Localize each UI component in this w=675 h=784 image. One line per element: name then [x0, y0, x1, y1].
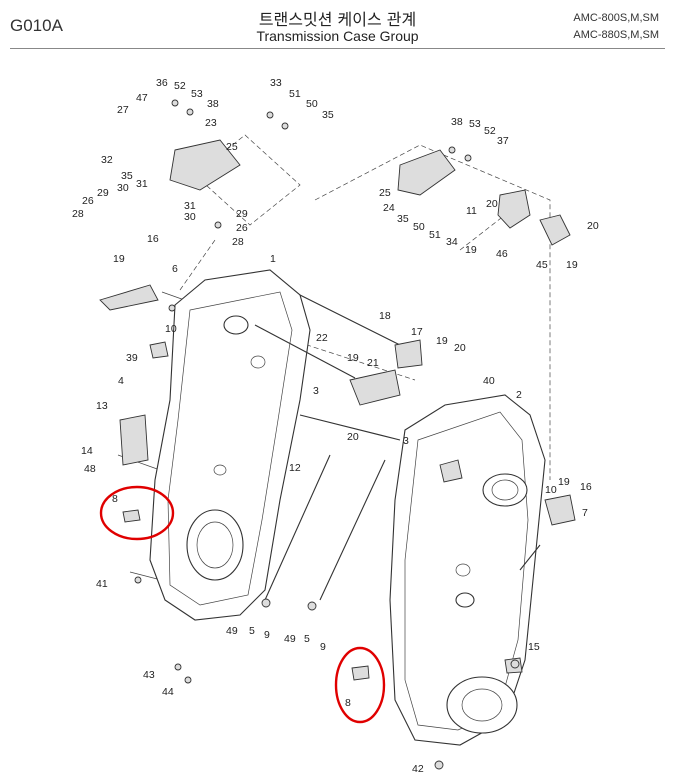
callout: 42 — [412, 763, 424, 775]
callout: 47 — [136, 92, 148, 104]
right-case — [389, 394, 546, 746]
callout: 20 — [454, 342, 466, 354]
callout: 30 — [184, 211, 196, 223]
model-2: AMC-880S,M,SM — [573, 29, 659, 41]
figure-code: G010A — [10, 16, 63, 35]
callout: 45 — [536, 259, 548, 271]
callout: 33 — [270, 77, 282, 89]
title-korean: 트랜스밋션 케이스 관계 — [258, 10, 417, 29]
title-english: Transmission Case Group — [256, 28, 419, 44]
callout: 51 — [289, 88, 301, 100]
callout: 29 — [97, 187, 109, 199]
callout: 15 — [528, 641, 540, 653]
callout: 39 — [126, 352, 138, 364]
callout: 53 — [191, 88, 203, 100]
callout: 32 — [101, 154, 113, 166]
callout: 19 — [347, 352, 359, 364]
callout: 49 — [226, 625, 238, 637]
callout: 20 — [486, 198, 498, 210]
callout: 24 — [383, 202, 395, 214]
callout: 6 — [172, 263, 178, 275]
callout: 48 — [84, 463, 96, 475]
page-header: G010A 트랜스밋션 케이스 관계 Transmission Case Gro… — [0, 0, 675, 50]
callout: 16 — [580, 481, 592, 493]
callout: 26 — [236, 222, 248, 234]
callout: 19 — [566, 259, 578, 271]
callout: 10 — [545, 484, 557, 496]
callout: 30 — [117, 182, 129, 194]
callout: 25 — [379, 187, 391, 199]
callout: 38 — [451, 116, 463, 128]
callout: 16 — [147, 233, 159, 245]
model-1: AMC-800S,M,SM — [573, 12, 659, 24]
upper-linkage — [99, 139, 576, 526]
callout: 43 — [143, 669, 155, 681]
callout: 3 — [313, 385, 319, 397]
callout: 53 — [469, 118, 481, 130]
model-list: AMC-800S,M,SM AMC-880S,M,SM — [573, 10, 659, 44]
callout: 2 — [516, 389, 522, 401]
callout: 36 — [156, 77, 168, 89]
left-case — [119, 269, 311, 621]
callout: 4 — [118, 375, 124, 387]
callout: 9 — [320, 641, 326, 653]
shafts — [254, 294, 541, 601]
callout: 5 — [304, 633, 310, 645]
callout: 7 — [582, 507, 588, 519]
callout: 52 — [174, 80, 186, 92]
callout: 8 — [112, 493, 118, 505]
callout: 26 — [82, 195, 94, 207]
callout: 25 — [226, 141, 238, 153]
callout: 19 — [465, 244, 477, 256]
callout: 34 — [446, 236, 458, 248]
fasteners — [134, 99, 520, 770]
callout: 41 — [96, 578, 108, 590]
callout: 51 — [429, 229, 441, 241]
callout: 50 — [413, 221, 425, 233]
callout: 27 — [117, 104, 129, 116]
callout: 40 — [483, 375, 495, 387]
callout: 20 — [587, 220, 599, 232]
callout: 23 — [205, 117, 217, 129]
callout: 28 — [232, 236, 244, 248]
callout: 46 — [496, 248, 508, 260]
callout: 3 — [403, 435, 409, 447]
callout: 35 — [397, 213, 409, 225]
callout: 8 — [345, 697, 351, 709]
callout: 29 — [236, 208, 248, 220]
highlight-circles — [99, 485, 386, 724]
callout: 11 — [466, 205, 477, 217]
callout: 52 — [484, 125, 496, 137]
highlight-circle-right — [334, 646, 386, 724]
callout: 17 — [411, 326, 423, 338]
callout: 5 — [249, 625, 255, 637]
callout: 9 — [264, 629, 270, 641]
callout: 38 — [207, 98, 219, 110]
callout: 31 — [184, 200, 196, 212]
callout: 19 — [436, 335, 448, 347]
callout: 18 — [379, 310, 391, 322]
callout: 19 — [113, 253, 125, 265]
callout: 12 — [289, 462, 301, 474]
callout: 28 — [72, 208, 84, 220]
callout: 35 — [322, 109, 334, 121]
callout: 37 — [497, 135, 509, 147]
callout: 50 — [306, 98, 318, 110]
callout: 14 — [81, 445, 93, 457]
highlight-circle-left — [99, 485, 175, 541]
callout: 44 — [162, 686, 174, 698]
callout: 20 — [347, 431, 359, 443]
callout: 22 — [316, 332, 328, 344]
callout: 21 — [367, 357, 379, 369]
callout: 10 — [165, 323, 177, 335]
callout: 35 — [121, 170, 133, 182]
callout: 31 — [136, 178, 148, 190]
header-rule — [10, 48, 665, 49]
callout-labels: 36 52 47 53 38 27 23 33 51 50 35 32 25 3… — [72, 77, 599, 775]
callout: 19 — [558, 476, 570, 488]
callout: 49 — [284, 633, 296, 645]
callout: 13 — [96, 400, 108, 412]
callout: 1 — [270, 253, 276, 265]
